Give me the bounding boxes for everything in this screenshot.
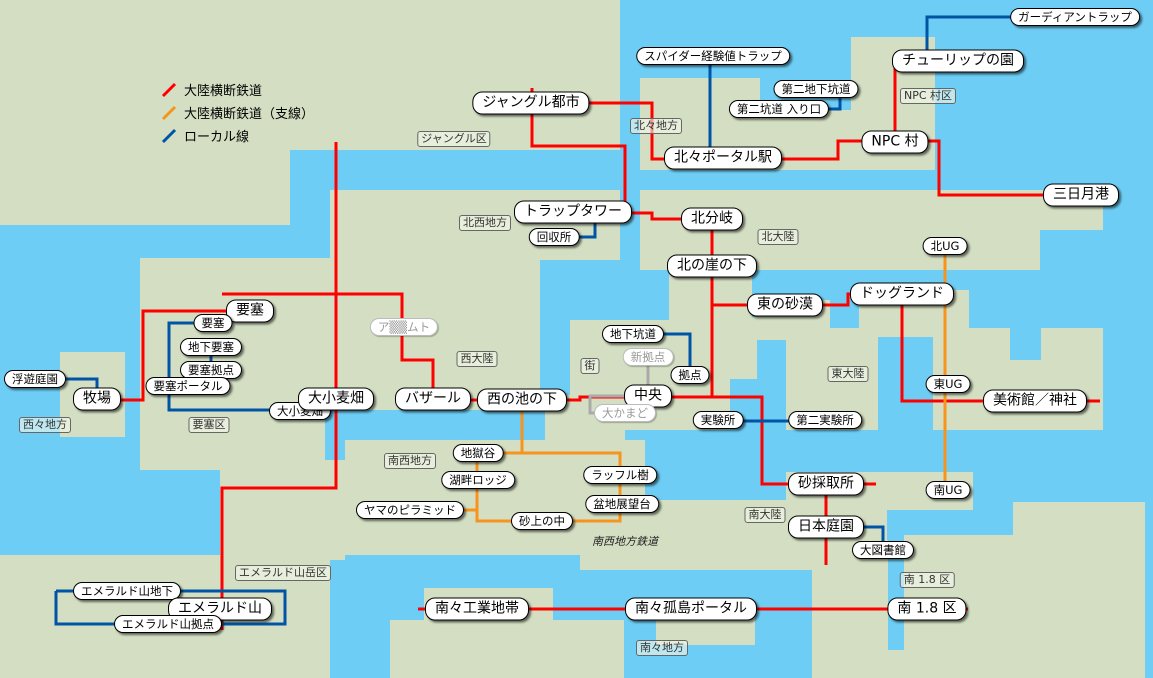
- station-label[interactable]: 浮遊庭園: [4, 370, 66, 388]
- legend-item-main: 大陸横断鉄道: [160, 78, 314, 101]
- land-region: [347, 540, 657, 555]
- station-label[interactable]: 北々ポータル駅: [664, 146, 782, 170]
- station-label[interactable]: 北分岐: [681, 207, 743, 231]
- station-label[interactable]: 大かまど: [594, 404, 656, 422]
- orange-line-icon: [161, 105, 177, 120]
- land-region: [1013, 502, 1145, 535]
- station-label[interactable]: 東UG: [925, 375, 971, 393]
- main-rail-line: [475, 101, 1110, 197]
- station-label[interactable]: 牧場: [73, 387, 121, 411]
- area-label: 北大陸: [757, 229, 799, 245]
- station-label[interactable]: 要塞: [193, 314, 233, 332]
- station-label[interactable]: ヤマのピラミッド: [356, 501, 464, 519]
- area-label: 南大陸: [744, 507, 786, 523]
- blue-line-icon: [161, 128, 177, 143]
- station-label[interactable]: 第二坑道 入り口: [728, 100, 830, 118]
- station-label[interactable]: スパイダー経験値トラップ: [636, 47, 790, 65]
- legend: 大陸横断鉄道 大陸横断鉄道（支線） ローカル線: [160, 78, 314, 147]
- station-label[interactable]: ア▒▒ムト: [369, 318, 439, 336]
- land-region: [1041, 328, 1103, 430]
- station-label[interactable]: 砂採取所: [788, 472, 864, 496]
- station-label[interactable]: 要塞ポータル: [145, 377, 231, 395]
- legend-label: 大陸横断鉄道（支線）: [184, 107, 315, 122]
- station-label[interactable]: 南 1.8 区: [887, 597, 967, 621]
- land-region: [390, 620, 624, 678]
- station-label[interactable]: エメラルド山地下: [73, 582, 181, 600]
- station-label[interactable]: 新拠点: [622, 348, 674, 366]
- main-rail-line: [110, 309, 245, 402]
- station-label[interactable]: 要塞拠点: [180, 361, 242, 379]
- station-label[interactable]: 盆地展望台: [585, 495, 659, 513]
- station-label[interactable]: 南UG: [925, 481, 971, 499]
- area-label: NPC 村区: [899, 88, 957, 104]
- station-label[interactable]: 東の砂漠: [747, 293, 823, 317]
- station-label[interactable]: 湖畔ロッジ: [441, 471, 515, 489]
- area-label: エメラルド山岳区: [235, 565, 331, 581]
- railway-name-label: 南西地方鉄道: [592, 535, 658, 548]
- station-label[interactable]: 要塞: [226, 299, 274, 323]
- station-label[interactable]: 南々工業地帯: [425, 597, 529, 621]
- station-label[interactable]: 地下要塞: [180, 338, 242, 356]
- area-label: 南 1.8 区: [899, 572, 955, 588]
- station-label[interactable]: 地獄谷: [452, 444, 504, 462]
- main-rail-line: [222, 292, 435, 400]
- main-rail-line: [220, 142, 338, 630]
- area-label: ジャングル区: [417, 131, 491, 147]
- station-label[interactable]: 大図書館: [852, 541, 914, 559]
- land-region: [220, 460, 345, 560]
- station-label[interactable]: エメラルド山拠点: [114, 615, 222, 633]
- area-label: 西々地方: [19, 417, 71, 433]
- station-label[interactable]: 美術館／神社: [983, 389, 1087, 413]
- station-label[interactable]: チューリップの園: [892, 49, 1024, 73]
- station-label[interactable]: 第二実験所: [788, 411, 862, 429]
- land-region: [727, 317, 757, 379]
- station-label[interactable]: 実験所: [692, 411, 744, 429]
- area-label: 北々地方: [630, 118, 682, 134]
- legend-item-branch: 大陸横断鉄道（支線）: [160, 101, 314, 124]
- station-label[interactable]: 大小麦畑: [298, 387, 374, 411]
- station-label[interactable]: NPC 村: [861, 130, 929, 154]
- station-label[interactable]: トラップタワー: [514, 200, 632, 224]
- station-label[interactable]: バザール: [395, 387, 471, 411]
- land-region: [888, 650, 904, 678]
- area-label: 南西地方: [384, 453, 436, 469]
- station-label[interactable]: 三日月港: [1043, 183, 1119, 207]
- legend-item-local: ローカル線: [160, 124, 314, 147]
- station-label[interactable]: 日本庭園: [788, 515, 864, 539]
- area-label: 街: [580, 358, 600, 374]
- station-label[interactable]: 南々孤島ポータル: [625, 597, 757, 621]
- local-rail-line: [54, 589, 287, 626]
- land-region: [0, 0, 620, 150]
- legend-label: ローカル線: [184, 130, 250, 145]
- local-rail-line: [167, 321, 300, 412]
- station-label[interactable]: 拠点: [670, 366, 710, 384]
- station-label[interactable]: ドッグランド: [850, 282, 954, 306]
- station-label[interactable]: 地下坑道: [602, 325, 664, 343]
- area-label: 西大陸: [456, 351, 498, 367]
- land-region: [0, 150, 290, 225]
- station-label[interactable]: 西の池の下: [477, 388, 567, 412]
- branch-rail-line: [522, 451, 622, 523]
- station-label[interactable]: ジャングル都市: [472, 91, 590, 115]
- station-label[interactable]: 砂上の中: [511, 512, 573, 530]
- area-label: 南々地方: [636, 640, 688, 656]
- red-line-icon: [161, 82, 177, 97]
- station-label[interactable]: ガーディアントラップ: [1010, 8, 1140, 26]
- station-label[interactable]: 北の崖の下: [667, 254, 757, 278]
- area-label: 東大陸: [827, 366, 869, 382]
- area-label: 要塞区: [188, 417, 230, 433]
- station-label[interactable]: 第二地下坑道: [773, 80, 859, 98]
- station-label[interactable]: ラッフル樹: [583, 466, 657, 484]
- area-label: 北西地方: [459, 215, 511, 231]
- station-label[interactable]: 北UG: [922, 237, 968, 255]
- station-label[interactable]: 回収所: [528, 228, 580, 246]
- legend-label: 大陸横断鉄道: [184, 84, 263, 99]
